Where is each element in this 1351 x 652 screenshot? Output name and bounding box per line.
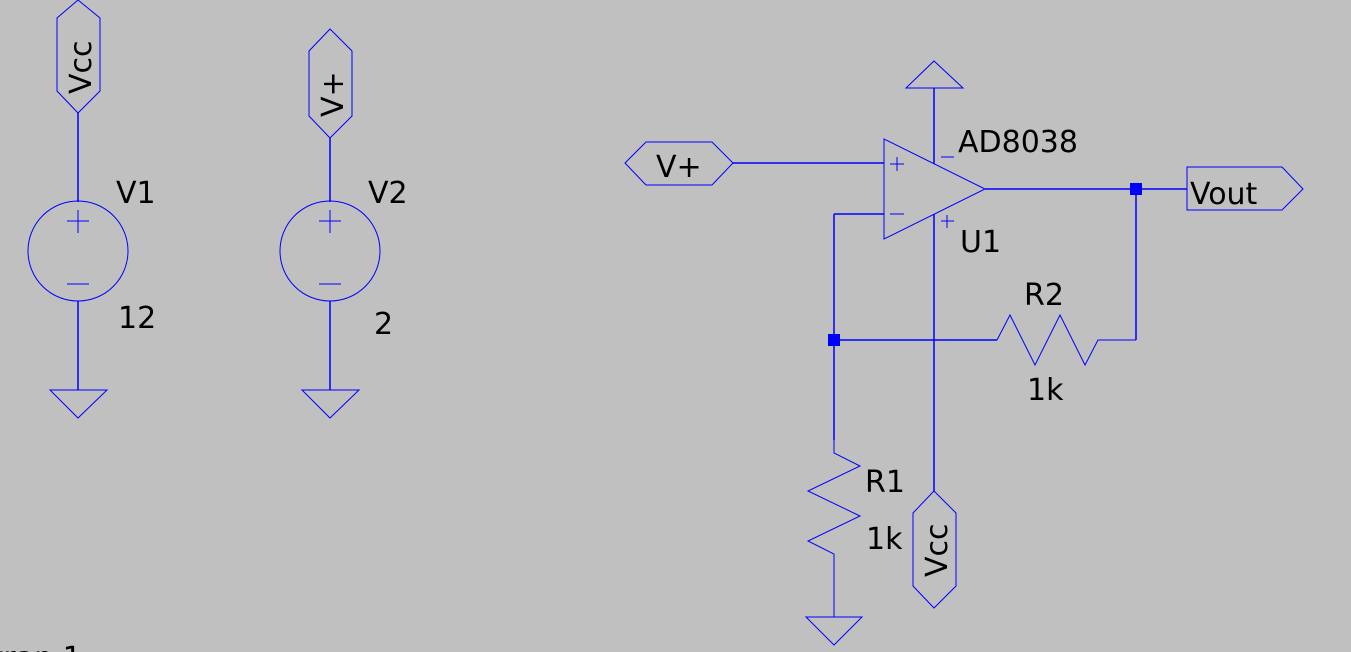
vcc-net-label-text: Vcc xyxy=(64,40,99,94)
v2-value[interactable]: 2 xyxy=(374,307,393,342)
v1-name: V1 xyxy=(116,176,156,211)
vplus-net-label-text: V+ xyxy=(316,71,351,117)
v1-source[interactable]: Vcc V1 12 xyxy=(27,0,156,419)
r2-resistor[interactable]: R2 1k xyxy=(996,278,1136,408)
r2-name: R2 xyxy=(1024,278,1064,313)
ground-icon xyxy=(300,389,361,419)
r1-resistor[interactable]: R1 1k xyxy=(806,440,905,617)
r1-name: R1 xyxy=(865,465,905,500)
r1-value[interactable]: 1k xyxy=(866,522,903,557)
u1-name: U1 xyxy=(960,225,1001,260)
vplus-input-label[interactable]: V+ xyxy=(624,141,734,186)
vplus-input-text: V+ xyxy=(656,150,702,185)
ground-icon xyxy=(804,616,864,646)
spice-directive[interactable]: .tran 1 xyxy=(0,641,82,652)
v1-value[interactable]: 12 xyxy=(118,301,156,336)
u1-model[interactable]: AD8038 xyxy=(958,125,1078,160)
vcc-supply-text: Vcc xyxy=(920,523,955,577)
v2-source[interactable]: V+ V2 2 xyxy=(279,28,408,419)
ground-icon xyxy=(48,389,109,419)
vcc-supply-label[interactable]: Vcc xyxy=(912,490,957,609)
vout-label[interactable]: Vout xyxy=(1186,166,1304,212)
r2-value[interactable]: 1k xyxy=(1027,373,1064,408)
v2-name: V2 xyxy=(368,176,408,211)
resistor-icon xyxy=(806,440,862,617)
ground-icon xyxy=(904,60,965,89)
resistor-icon xyxy=(996,313,1136,367)
u1-opamp[interactable]: AD8038 U1 xyxy=(883,125,1078,260)
vout-text: Vout xyxy=(1190,177,1258,212)
